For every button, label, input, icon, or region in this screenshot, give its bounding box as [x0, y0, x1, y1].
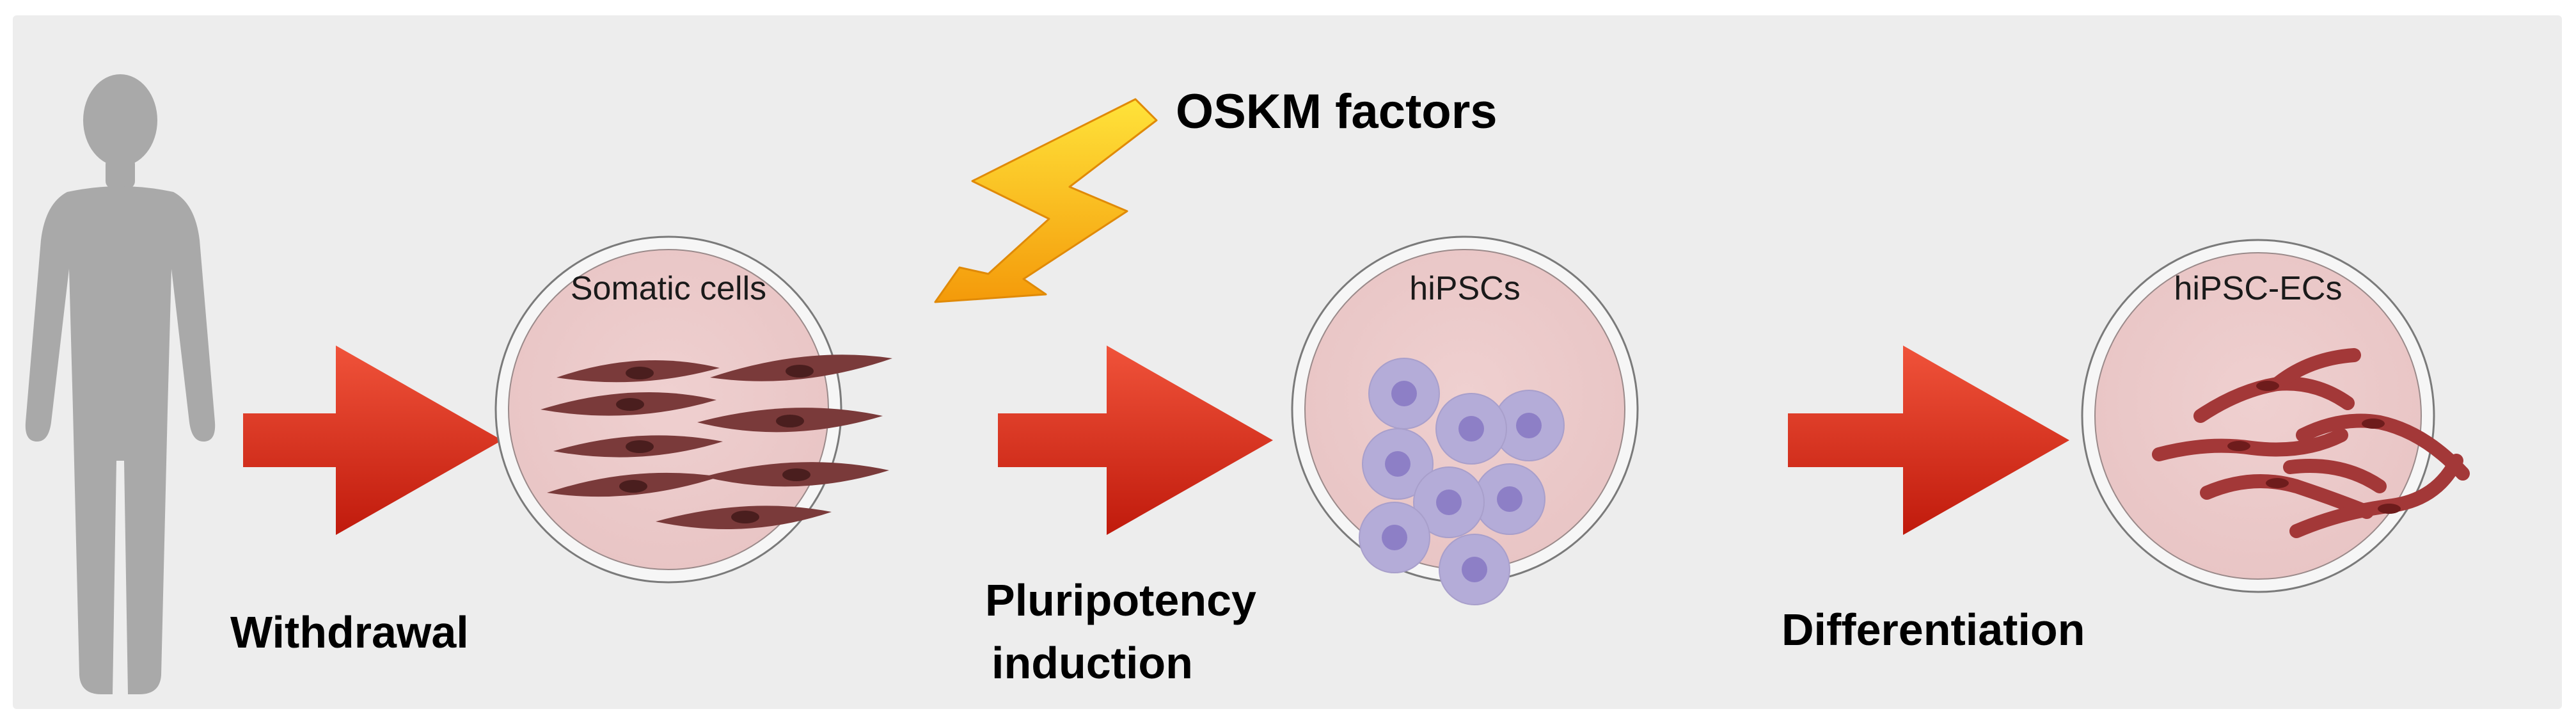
stage-label-somatic: Somatic cells [571, 270, 766, 307]
stage-label-hipsc-ecs: hiPSC-ECs [2174, 270, 2343, 307]
factor-label: OSKM factors [1176, 84, 1497, 139]
endothelial-cell-nuclei [2227, 381, 2401, 514]
step-label-pluripotency-line2: induction [992, 638, 1193, 688]
step-label-pluripotency-line1: Pluripotency [985, 575, 1256, 625]
stage-label-hipscs: hiPSCs [1409, 270, 1520, 307]
pluripotency-arrow [998, 346, 1273, 535]
lightning-bolt-icon [934, 98, 1158, 303]
differentiation-arrow [1788, 346, 2069, 535]
human-silhouette-icon [25, 74, 216, 694]
step-label-withdrawal: Withdrawal [230, 607, 469, 657]
somatic-cell-cluster [541, 355, 892, 529]
step-label-differentiation: Differentiation [1782, 605, 2085, 655]
withdrawal-arrow [243, 346, 502, 535]
hipsc-cell-cluster [1359, 358, 1565, 605]
